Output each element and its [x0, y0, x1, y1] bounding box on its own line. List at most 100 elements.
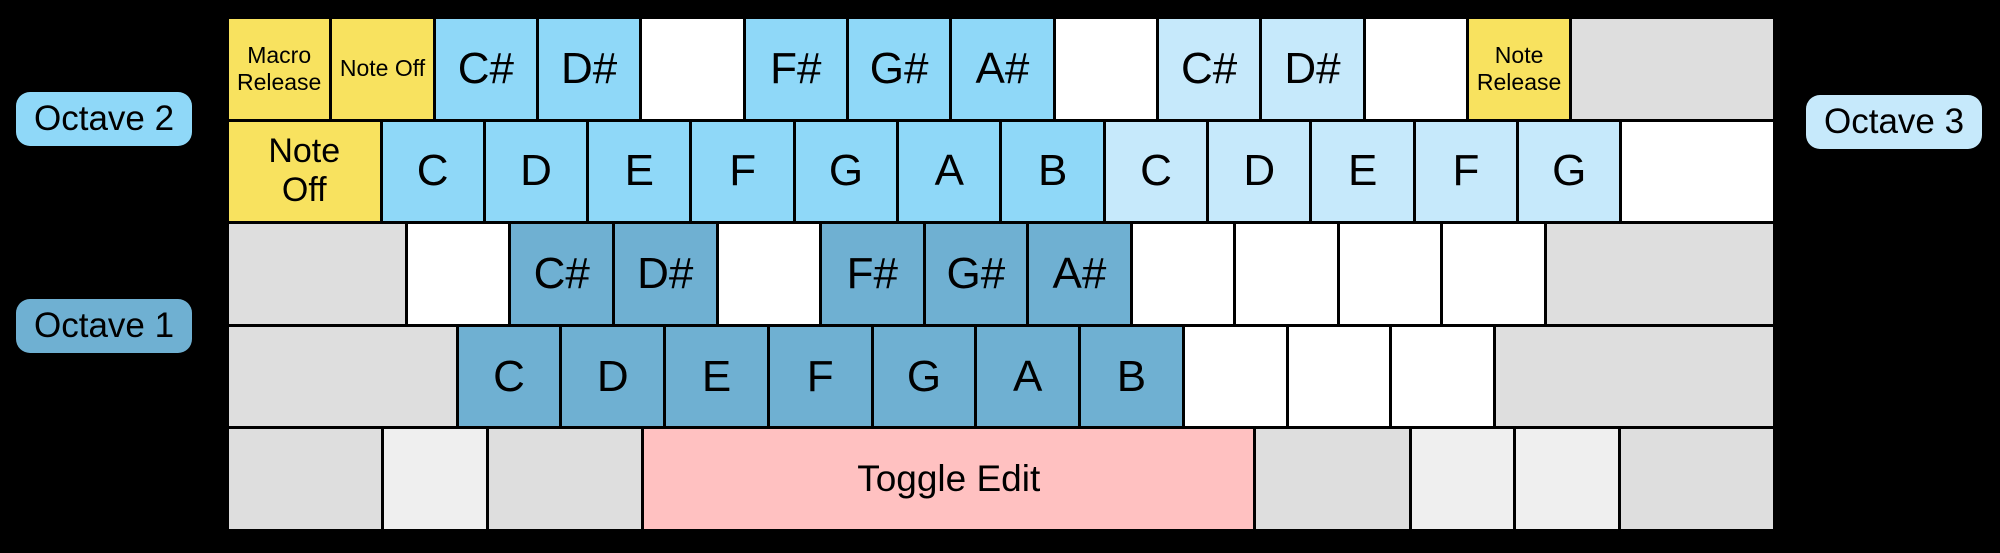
key-blank — [1184, 326, 1286, 427]
key-c-sharp-octave1: C# — [511, 224, 612, 324]
key-label: F# — [846, 248, 898, 298]
key-a-sharp-octave1: A# — [1029, 224, 1130, 324]
key-e-octave3: E — [1312, 121, 1413, 222]
key-modifier-blank — [229, 326, 456, 427]
key-e-octave1: E — [666, 326, 767, 427]
key-modifier-blank — [229, 429, 382, 529]
key-d-octave2: D — [485, 121, 587, 222]
key-toggle-edit: Toggle Edit — [644, 429, 1254, 529]
key-label: G# — [869, 43, 929, 93]
key-label: F — [806, 351, 834, 401]
key-f-octave1: F — [769, 326, 871, 427]
key-g-octave3: G — [1519, 121, 1620, 222]
key-label: D# — [637, 248, 694, 298]
key-b-octave1: B — [1081, 326, 1182, 427]
key-d-sharp-octave2: D# — [538, 19, 640, 119]
key-g-octave1: G — [873, 326, 975, 427]
key-modifier-blank — [229, 224, 405, 324]
key-a-octave2: A — [899, 121, 1000, 222]
key-blank — [1055, 19, 1156, 119]
key-blank — [1392, 326, 1493, 427]
octave-1-label: Octave 1 — [34, 306, 175, 345]
key-blank — [1236, 224, 1337, 324]
key-label: Note Off — [339, 55, 426, 82]
octave-3-label: Octave 3 — [1824, 102, 1965, 141]
key-label: Note Release — [1476, 41, 1562, 95]
keyboard-bottom-row: Toggle Edit — [229, 429, 1773, 529]
key-label: B — [1116, 351, 1147, 401]
key-label: C# — [1180, 43, 1238, 93]
key-label: E — [701, 351, 732, 401]
key-blank — [407, 224, 509, 324]
key-label: E — [1347, 146, 1378, 196]
key-label: D# — [1284, 43, 1341, 93]
key-a-octave1: A — [977, 326, 1079, 427]
key-label: A — [1013, 351, 1043, 401]
key-d-octave1: D — [562, 326, 664, 427]
key-modifier-blank — [1256, 429, 1409, 529]
key-blank — [718, 224, 820, 324]
key-modifier-blank — [1546, 224, 1773, 324]
key-label: C — [416, 146, 449, 196]
key-label: D — [1243, 146, 1276, 196]
key-note-off: Note Off — [229, 121, 380, 222]
key-c-octave2: C — [382, 121, 483, 222]
key-label: A — [934, 146, 964, 196]
key-d-octave3: D — [1209, 121, 1310, 222]
key-label: Note Off — [268, 132, 341, 210]
key-label: C# — [533, 248, 590, 298]
key-label: C — [1140, 146, 1172, 196]
key-modifier-blank — [488, 429, 642, 529]
key-modifier-blank — [1516, 429, 1618, 529]
keyboard-home-row: C# D# F# G# A# — [229, 224, 1773, 324]
key-e-octave2: E — [589, 121, 690, 222]
key-blank — [1339, 224, 1441, 324]
key-c-octave1: C — [458, 326, 560, 427]
key-label: A# — [1052, 248, 1107, 298]
key-macro-release: Macro Release — [229, 19, 330, 119]
key-blank — [1288, 326, 1390, 427]
key-f-octave3: F — [1415, 121, 1517, 222]
key-c-octave3: C — [1105, 121, 1207, 222]
key-label: Toggle Edit — [857, 458, 1041, 500]
key-label: F# — [770, 43, 822, 93]
key-label: A# — [975, 43, 1030, 93]
key-g-sharp-octave2: G# — [848, 19, 950, 119]
key-g-octave2: G — [795, 121, 897, 222]
key-label: Macro Release — [236, 41, 322, 95]
key-modifier-blank — [1620, 429, 1773, 529]
key-label: G — [828, 146, 864, 196]
key-label: F — [1452, 146, 1480, 196]
key-modifier-blank — [1496, 326, 1774, 427]
key-label: G# — [946, 248, 1006, 298]
octave-1-label-pill: Octave 1 — [16, 299, 193, 353]
octave-2-label: Octave 2 — [34, 99, 175, 138]
key-blank — [1443, 224, 1544, 324]
key-blank — [1132, 224, 1234, 324]
octave-3-label-pill: Octave 3 — [1806, 95, 1983, 149]
key-modifier-blank — [1572, 19, 1773, 119]
key-label: F — [729, 146, 757, 196]
key-d-sharp-octave3: D# — [1262, 19, 1363, 119]
key-note-release: Note Release — [1468, 19, 1570, 119]
key-blank — [642, 19, 743, 119]
key-d-sharp-octave1: D# — [615, 224, 716, 324]
key-f-sharp-octave2: F# — [745, 19, 846, 119]
key-blank — [1365, 19, 1466, 119]
key-label: D# — [561, 43, 618, 93]
octave-2-label-pill: Octave 2 — [16, 92, 193, 146]
key-modifier-blank — [1411, 429, 1514, 529]
key-blank — [1622, 121, 1773, 222]
key-label: E — [624, 146, 654, 196]
key-a-sharp-octave2: A# — [952, 19, 1053, 119]
key-label: D — [520, 146, 552, 196]
key-note-off: Note Off — [332, 19, 433, 119]
key-label: G — [1552, 146, 1587, 196]
key-f-octave2: F — [692, 121, 793, 222]
key-b-octave2: B — [1002, 121, 1103, 222]
key-label: C# — [457, 43, 514, 93]
